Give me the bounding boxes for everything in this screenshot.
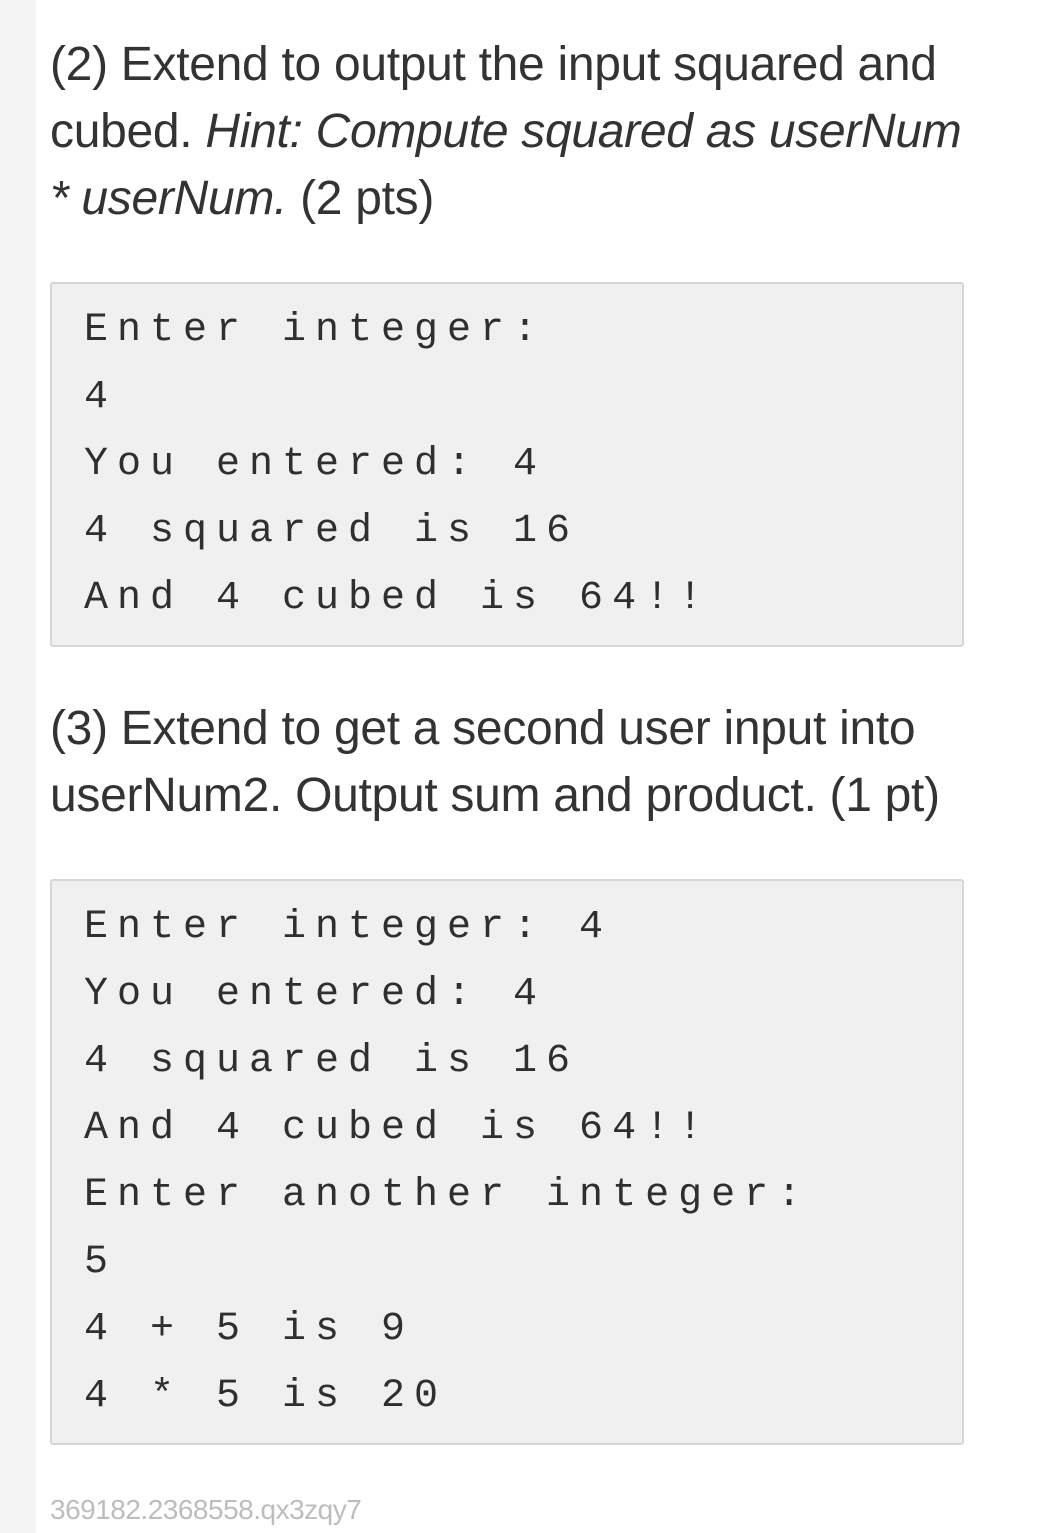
output-line: 4 squared is 16 <box>84 509 580 554</box>
content-area: (2) Extend to output the input squared a… <box>36 0 1038 1533</box>
step-3-instructions: (3) Extend to get a second user input in… <box>50 702 940 822</box>
left-gutter <box>0 0 36 1533</box>
output-line: You entered: 4 <box>84 972 547 1017</box>
output-line: And 4 cubed is 64!! <box>84 1106 712 1151</box>
output-line: 4 squared is 16 <box>84 1039 580 1084</box>
step-2-suffix: (2 pts) <box>287 172 435 225</box>
output-line: You entered: 4 <box>84 442 547 487</box>
step-2-output-box: Enter integer: 4 You entered: 4 4 square… <box>50 282 964 647</box>
output-line: And 4 cubed is 64!! <box>84 576 712 621</box>
step-3-output-box: Enter integer: 4 You entered: 4 4 square… <box>50 879 964 1445</box>
output-line: 4 <box>84 375 118 420</box>
output-line: 4 + 5 is 9 <box>84 1307 415 1352</box>
step-2-prefix: (2) Extend to output the input squared a… <box>50 38 937 158</box>
output-line: Enter integer: 4 <box>84 905 613 950</box>
step-2-instructions: (2) Extend to output the input squared a… <box>50 31 980 232</box>
footer-id: 369182.2368558.qx3zqy7 <box>50 1494 362 1525</box>
step-2-hint: Hint: Compute squared as userNum * userN… <box>50 105 962 225</box>
output-line: 5 <box>84 1240 118 1285</box>
output-line: Enter integer: <box>84 308 547 353</box>
output-line: Enter another integer: <box>84 1173 811 1218</box>
output-line: 4 * 5 is 20 <box>84 1374 448 1419</box>
